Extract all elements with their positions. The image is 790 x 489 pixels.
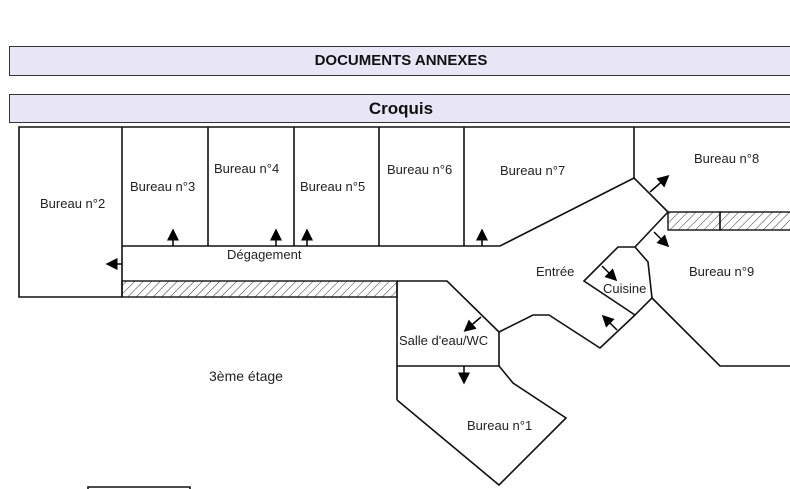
room-label-bureau-6: Bureau n°6: [387, 162, 452, 177]
hatched-walls: [121, 211, 790, 298]
section-header-croquis: Croquis: [9, 94, 790, 123]
room-label-degagement: Dégagement: [227, 247, 302, 262]
door-arrow-icon: [463, 316, 482, 332]
room-label-bureau-1: Bureau n°1: [467, 418, 532, 433]
door-arrow-icon: [649, 175, 670, 193]
floor-label: 3ème étage: [209, 368, 283, 384]
room-labels: Bureau n°2 Bureau n°3 Bureau n°4 Bureau …: [40, 151, 759, 433]
door-arrow-icon: [653, 231, 670, 248]
room-label-bureau-8: Bureau n°8: [694, 151, 759, 166]
room-label-bureau-5: Bureau n°5: [300, 179, 365, 194]
door-arrow-icon: [601, 265, 618, 282]
room-label-bureau-2: Bureau n°2: [40, 196, 105, 211]
section-header-documents-annexes: DOCUMENTS ANNEXES: [9, 46, 790, 76]
door-arrow-icon: [601, 314, 618, 331]
room-label-bureau-4: Bureau n°4: [214, 161, 279, 176]
room-label-bureau-3: Bureau n°3: [130, 179, 195, 194]
room-label-bureau-7: Bureau n°7: [500, 163, 565, 178]
room-label-entree: Entrée: [536, 264, 574, 279]
room-label-cuisine: Cuisine: [603, 281, 646, 296]
walls: [18, 126, 790, 489]
room-label-salle-eau: Salle d'eau/WC: [399, 333, 488, 348]
room-label-bureau-9: Bureau n°9: [689, 264, 754, 279]
door-arrows: [105, 175, 670, 385]
